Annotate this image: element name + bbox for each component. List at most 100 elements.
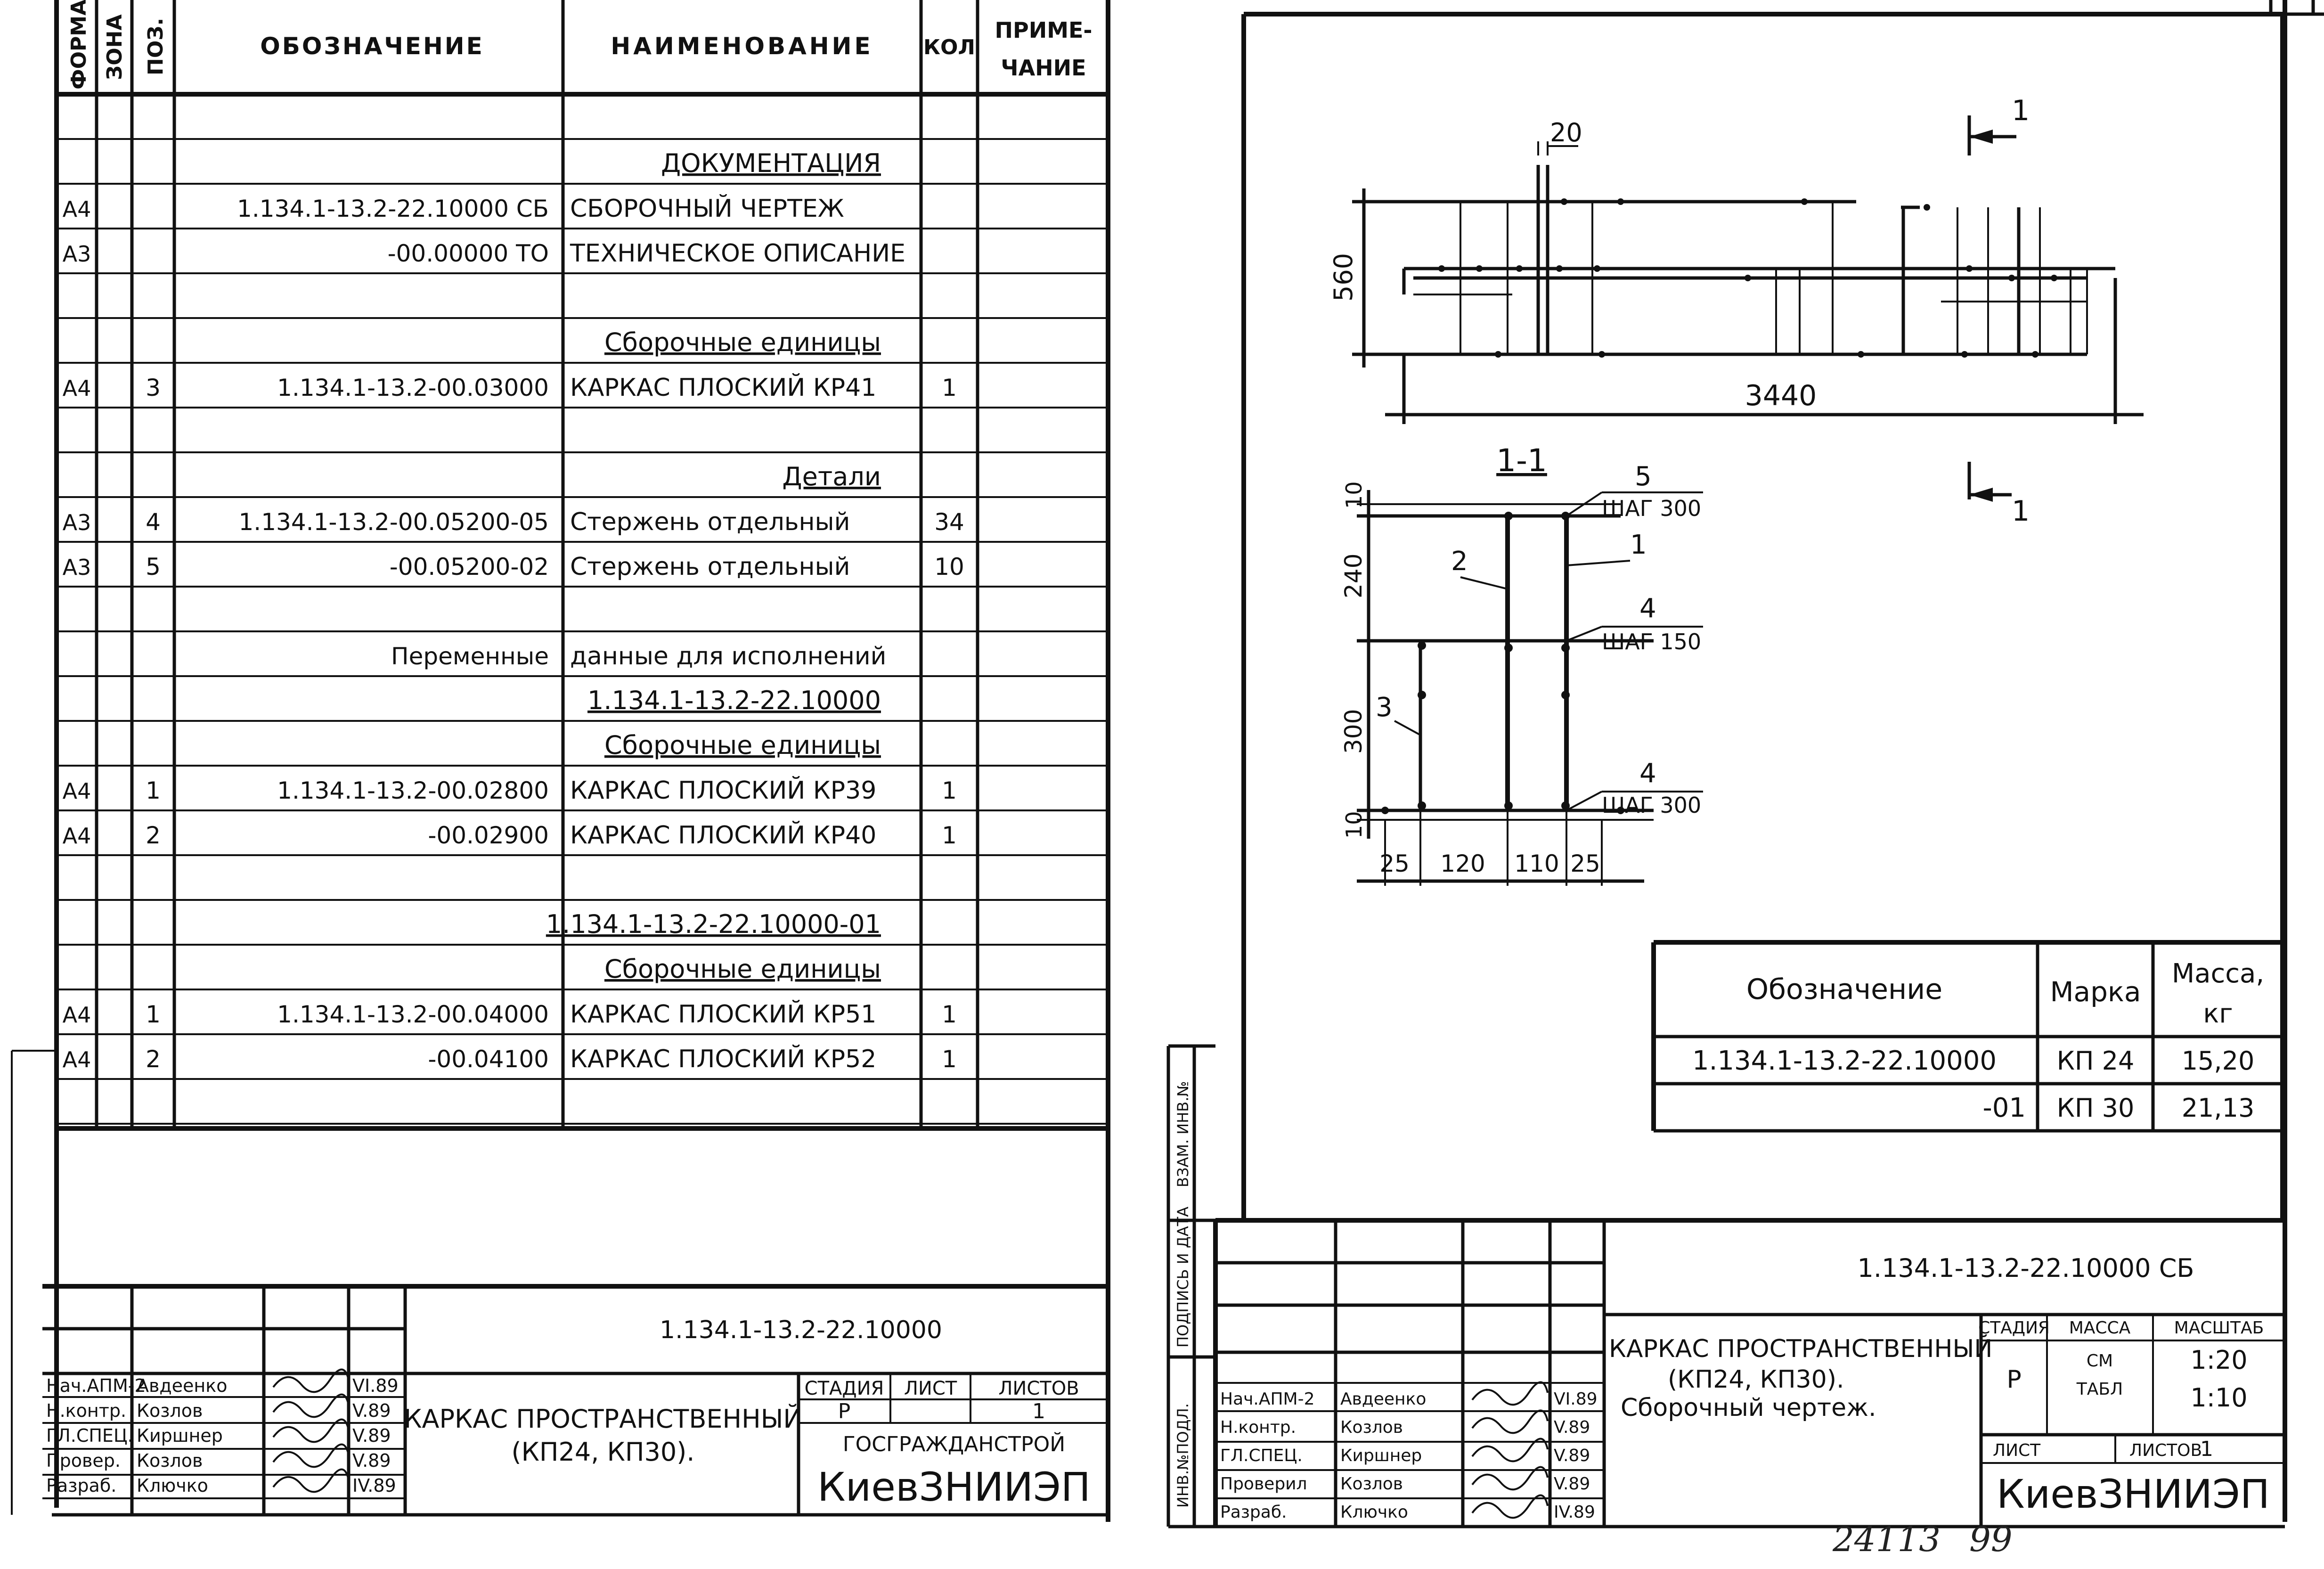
spec-row-designation: 1.134.1-13.2-00.04000 (277, 1001, 549, 1028)
dim-w4: 25 (1570, 850, 1600, 877)
dim-sec-lower: 300 (1340, 709, 1367, 754)
variant-2-mass: 21,13 (2182, 1093, 2255, 1123)
header-designation: ОБОЗНАЧЕНИЕ (260, 33, 484, 60)
left-title-line2: (КП24, КП30). (512, 1437, 695, 1467)
spec-row-designation: -00.02900 (428, 822, 549, 849)
signature-role: Нач.АПМ-2 (1220, 1389, 1315, 1409)
signature-role: Нач.АПМ-2 (46, 1375, 146, 1396)
spec-row-qty: 1 (942, 1001, 957, 1028)
spec-row-section-heading: 1.134.1-13.2-22.10000-01 (546, 909, 881, 939)
spec-row-format: А4 (63, 376, 91, 401)
spec-row-format: А4 (63, 823, 91, 849)
spec-row-name: КАРКАС ПЛОСКИЙ КР51 (570, 1000, 876, 1029)
spec-row-format: А3 (63, 555, 91, 580)
signature-date: V.89 (1554, 1418, 1590, 1437)
signature-role: Проверил (1220, 1474, 1307, 1494)
header-note-line2: ЧАНИЕ (1001, 55, 1086, 81)
section-1-1: 1-1 10 240 300 (1340, 442, 1703, 886)
right-mass-label: МАССА (2069, 1318, 2131, 1338)
left-sheets-label: ЛИСТОВ (998, 1378, 1079, 1399)
frame-elevation (1352, 165, 2115, 358)
stamp-podpis: ПОДПИСЬ И ДАТА (1174, 1207, 1192, 1348)
left-sheet-label: ЛИСТ (904, 1378, 957, 1399)
right-doc-code: 1.134.1-13.2-22.10000 СБ (1858, 1253, 2194, 1283)
assembly-drawing-sheet: ВЗАМ. ИНВ.№ ПОДПИСЬ И ДАТА ИНВ.№ПОДЛ. (1150, 0, 2324, 1569)
spec-row-format: А3 (63, 510, 91, 535)
signature-role: Н.контр. (1220, 1418, 1296, 1437)
callout-pos-3: 3 (1376, 692, 1393, 723)
spec-row-format: А3 (63, 241, 91, 267)
dim-w1: 25 (1379, 850, 1410, 877)
right-mass-line2: ТАБЛ (2076, 1380, 2123, 1399)
callout-pos-4-upper: 4 (1639, 593, 1656, 624)
spec-row-section-heading: Детали (782, 462, 881, 491)
callout-step-4-lower: ШАГ 300 (1602, 793, 1701, 818)
spec-row-pos: 1 (146, 777, 161, 804)
dim-w3: 110 (1514, 850, 1559, 877)
signature-date: V.89 (352, 1425, 391, 1446)
left-doc-code: 1.134.1-13.2-22.10000 (660, 1316, 942, 1344)
dim-gap: 20 (1550, 118, 1582, 147)
spec-row-designation: -00.00000 ТО (388, 240, 549, 267)
spec-row-name: КАРКАС ПЛОСКИЙ КР52 (570, 1045, 876, 1073)
spec-row-qty: 1 (942, 822, 957, 849)
signature-name: Козлов (1340, 1418, 1403, 1437)
signature-role: ГЛ.СПЕЦ. (46, 1425, 133, 1446)
signature-date: IV.89 (1554, 1503, 1595, 1522)
dim-sec-top: 10 (1341, 481, 1367, 509)
right-scale-1: 1:20 (2190, 1345, 2247, 1375)
signature-name: Ключко (1340, 1503, 1408, 1522)
page-number: 99 (1969, 1520, 2013, 1559)
signature-date: IV.89 (352, 1475, 396, 1496)
variants-table: Обозначение Марка Масса, кг 1.134.1-13.2… (1651, 940, 2283, 1133)
dim-sec-upper: 240 (1340, 554, 1367, 598)
spec-row-format: А4 (63, 778, 91, 804)
dim-w2: 120 (1440, 850, 1485, 877)
signature-name: Козлов (1340, 1474, 1403, 1494)
dim-bar-length: 3440 (1745, 379, 1817, 412)
signature-name: Авдеенко (1340, 1389, 1426, 1409)
signature-name: Козлов (137, 1450, 203, 1471)
spec-row-pos: 2 (146, 1046, 161, 1073)
stamp-vzam: ВЗАМ. ИНВ.№ (1174, 1081, 1192, 1187)
callout-pos-4-lower: 4 (1639, 758, 1656, 789)
spec-row-pos: 2 (146, 822, 161, 849)
signature-name: Киршнер (1340, 1446, 1422, 1465)
header-qty: КОЛ (923, 35, 975, 59)
callout-pos-5: 5 (1635, 461, 1652, 492)
spec-row-name: Стержень отдельный (570, 508, 850, 536)
stamp-inv-podl: ИНВ.№ПОДЛ. (1174, 1403, 1192, 1508)
right-title-line1: КАРКАС ПРОСТРАНСТВЕННЫЙ (1609, 1334, 1992, 1363)
header-zone: ЗОНА (103, 14, 127, 80)
spec-row-designation: Переменные (391, 643, 549, 670)
spec-row-designation: 1.134.1-13.2-22.10000 СБ (237, 195, 549, 222)
dim-bar-height: 560 (1329, 253, 1358, 302)
spec-row-qty: 1 (942, 777, 957, 804)
elevation-dimensions: 560 3440 20 1 1 (1329, 94, 2144, 528)
variant-1-mass: 15,20 (2182, 1046, 2255, 1076)
signature-name: Козлов (137, 1400, 203, 1421)
signature-role: Разраб. (1220, 1503, 1287, 1522)
spec-row-name: СБОРОЧНЫЙ ЧЕРТЕЖ (570, 194, 844, 223)
handwritten-signature (1471, 1494, 1549, 1519)
spec-row-name: КАРКАС ПЛОСКИЙ КР40 (570, 821, 876, 850)
spec-row-name: КАРКАС ПЛОСКИЙ КР41 (570, 373, 876, 402)
signature-role: Н.контр. (46, 1400, 126, 1421)
spec-row-qty: 1 (942, 1046, 957, 1073)
archive-number: 24113 (1833, 1520, 1941, 1559)
spec-row-pos: 5 (146, 553, 161, 580)
spec-row-name: Стержень отдельный (570, 553, 850, 581)
spec-row-format: А4 (63, 196, 91, 222)
left-title-line1: КАРКАС ПРОСТРАНСТВЕННЫЙ (404, 1404, 802, 1434)
variants-header-mass-line2: кг (2203, 998, 2233, 1029)
left-stage-label: СТАДИЯ (805, 1378, 884, 1399)
signature-date: VI.89 (1554, 1389, 1598, 1409)
left-sheets: 1 (1032, 1399, 1045, 1423)
right-title-line2: (КП24, КП30). (1668, 1365, 1844, 1394)
right-title-line3: Сборочный чертеж. (1621, 1394, 1876, 1422)
callout-pos-1: 1 (1630, 530, 1647, 560)
header-name: НАИМЕНОВАНИЕ (611, 33, 873, 60)
signature-role: ГЛ.СПЕЦ. (1220, 1446, 1303, 1465)
